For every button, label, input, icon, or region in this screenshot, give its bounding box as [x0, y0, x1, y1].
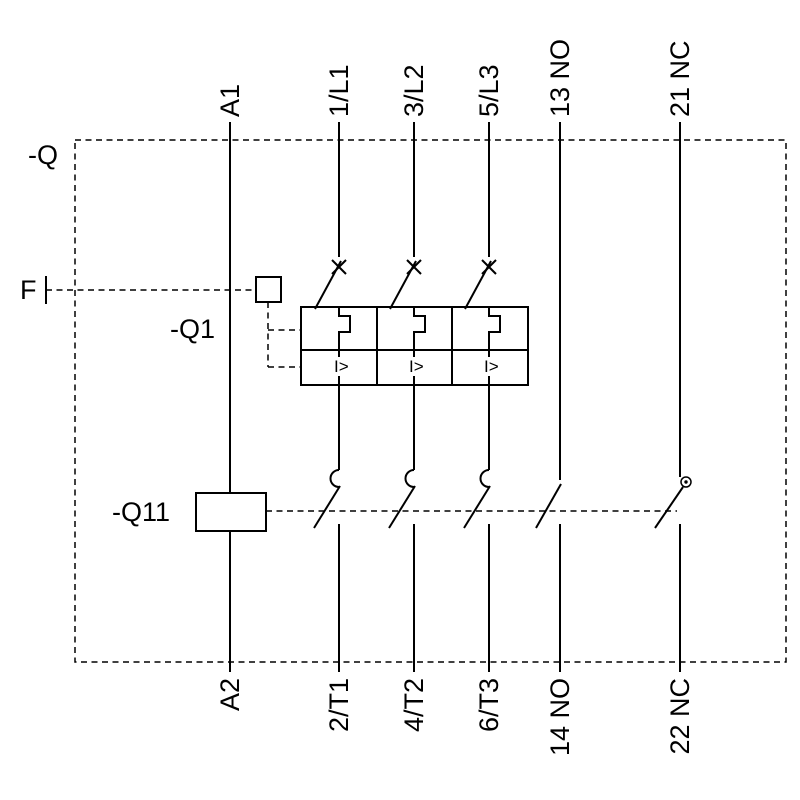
- magnetic-trip-label-backgrounds: [331, 357, 506, 376]
- aux-no-contact-branch: [535, 122, 562, 672]
- pole-l2: [388, 122, 426, 672]
- terminal-label-5l3: 5/L3: [474, 64, 504, 117]
- coil-label: -Q11: [112, 497, 170, 527]
- main-contact-fixed-arc: [479, 469, 490, 488]
- thermal-overload-symbol: [488, 307, 501, 385]
- terminal-label-1l1: 1/L1: [324, 64, 354, 117]
- terminal-label-13no: 13 NO: [545, 39, 575, 117]
- trip-unit-label: -Q1: [170, 314, 215, 344]
- device-label: -Q: [28, 140, 58, 170]
- terminal-label-a1: A1: [215, 84, 245, 117]
- magnetic-trip-label-1: I>: [334, 357, 349, 376]
- thermal-overload-symbol: [338, 307, 351, 385]
- terminal-label-3l2: 3/L2: [399, 64, 429, 117]
- main-contact-blade: [463, 485, 491, 529]
- main-contact-blade: [313, 485, 341, 529]
- magnetic-trip-label-2: I>: [409, 357, 424, 376]
- breaker-contact-blade: [464, 260, 492, 310]
- trip-input-branch: [45, 276, 301, 368]
- pole-l1: [313, 122, 351, 672]
- terminal-label-22nc: 22 NC: [665, 678, 695, 755]
- pole-l3: [463, 122, 501, 672]
- magnetic-trip-label-3: I>: [484, 357, 499, 376]
- coil-symbol: [195, 492, 267, 532]
- trip-linkage-dashed: [267, 302, 301, 368]
- terminal-label-a2: A2: [215, 678, 245, 711]
- trip-input-label: F: [20, 275, 37, 305]
- terminal-label-21nc: 21 NC: [665, 40, 695, 117]
- nc-contact-pivot-dot: [684, 480, 688, 484]
- terminal-label-6t3: 6/T3: [474, 678, 504, 732]
- thermal-overload-symbol: [413, 307, 426, 385]
- nc-contact-pivot-circle: [680, 476, 692, 488]
- device-boundary: [74, 139, 787, 663]
- terminal-label-4t2: 4/T2: [399, 678, 429, 732]
- nc-contact-blade: [654, 486, 684, 529]
- terminal-label-2t1: 2/T1: [324, 678, 354, 732]
- aux-nc-contact-branch: [654, 122, 692, 672]
- breaker-contact-blade: [314, 260, 342, 310]
- main-contact-blade: [388, 485, 416, 529]
- trip-actuator-symbol: [255, 276, 282, 303]
- no-contact-blade: [535, 483, 562, 529]
- terminal-label-14no: 14 NO: [545, 678, 575, 756]
- coil-branch: [195, 122, 267, 672]
- main-contact-fixed-arc: [329, 469, 340, 488]
- main-contact-fixed-arc: [404, 469, 415, 488]
- breaker-contact-blade: [389, 260, 417, 310]
